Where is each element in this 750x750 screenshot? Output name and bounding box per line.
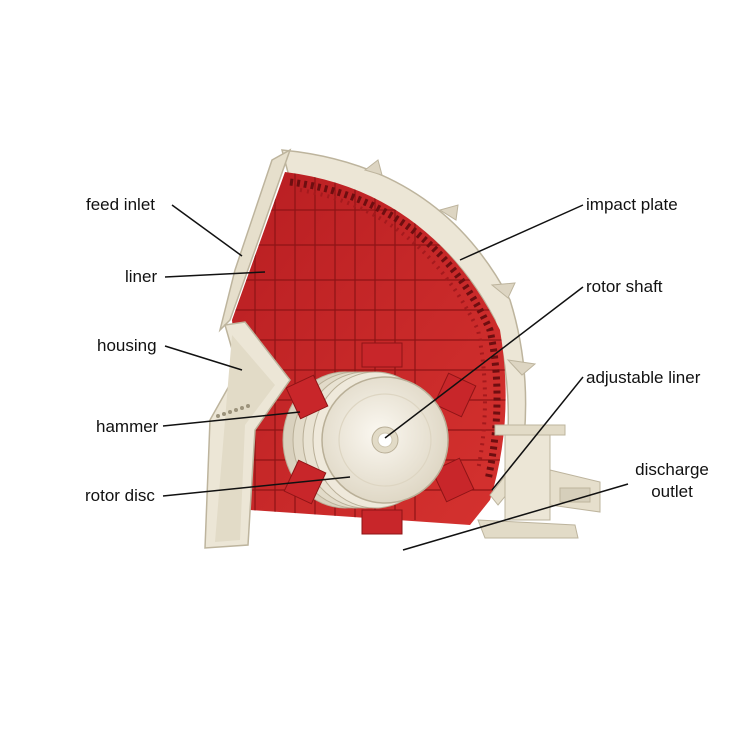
leader-liner bbox=[164, 271, 266, 278]
label-discharge-outlet: discharge outlet bbox=[622, 459, 722, 503]
label-liner: liner bbox=[125, 267, 158, 286]
label-rotor-shaft: rotor shaft bbox=[586, 277, 663, 296]
label-discharge-outlet-line1: discharge bbox=[635, 460, 709, 479]
label-rotor-disc: rotor disc bbox=[85, 486, 155, 505]
label-discharge-outlet-line2: outlet bbox=[651, 482, 693, 501]
leader-feed-inlet bbox=[171, 204, 243, 257]
feed-inlet-plate bbox=[218, 148, 292, 333]
label-impact-plate: impact plate bbox=[586, 195, 678, 214]
hammers bbox=[283, 342, 477, 535]
leader-impact-plate bbox=[459, 204, 584, 261]
leader-discharge-outlet bbox=[402, 483, 629, 551]
label-feed-inlet: feed inlet bbox=[86, 195, 155, 214]
leader-hammer bbox=[162, 411, 301, 427]
label-hammer: hammer bbox=[96, 417, 159, 436]
leader-adjustable-liner bbox=[491, 376, 584, 491]
leader-rotor-shaft bbox=[384, 286, 584, 439]
housing-side bbox=[204, 321, 291, 549]
leader-lines bbox=[162, 204, 629, 551]
leader-rotor-disc bbox=[162, 476, 351, 497]
label-housing: housing bbox=[97, 336, 157, 355]
label-adjustable-liner: adjustable liner bbox=[586, 368, 701, 387]
leader-housing bbox=[164, 345, 243, 371]
